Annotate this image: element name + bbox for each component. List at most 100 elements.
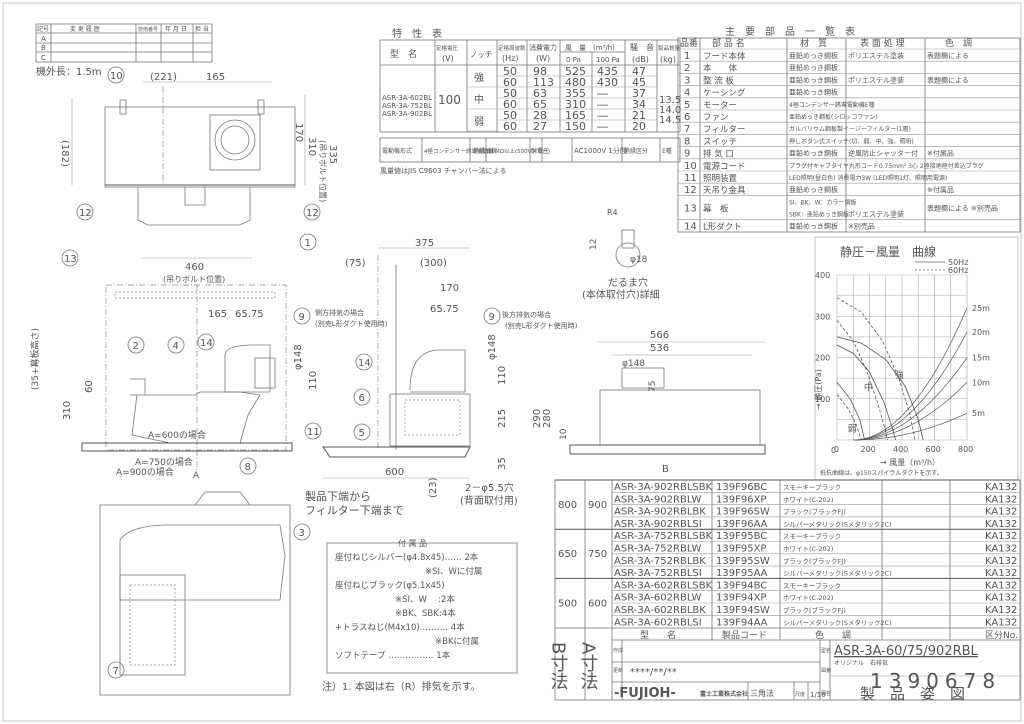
fan-curve-series — [836, 336, 924, 441]
dim-label: 375 — [415, 238, 434, 249]
callout-circle — [293, 523, 311, 541]
kubun-no: KA132 — [985, 531, 1017, 542]
spec-notch: 弱 — [474, 116, 484, 128]
dim-label: 12 — [589, 239, 599, 250]
callout-5: 5 — [353, 423, 371, 441]
dim-label: A=600の場合 — [148, 429, 206, 441]
brand-logo: -FUJIOH- — [614, 686, 676, 701]
spec-q0: 525 — [565, 65, 586, 78]
spec-hz: 60 — [503, 120, 517, 133]
color-name: ブラック(ブラックFJ) — [783, 507, 846, 516]
dim-b-value: 650 — [558, 549, 577, 560]
part-color: 表題欄による — [927, 75, 969, 84]
y-tick-label: 400 — [815, 271, 830, 280]
dim-a-value: 900 — [588, 500, 607, 511]
accessory-line: +トラスねじ(M4x10)‥‥‥‥‥ 4本 — [335, 622, 465, 633]
kubun-no: KA132 — [985, 593, 1017, 604]
callout-circle — [304, 422, 322, 440]
spec-db: 34 — [632, 98, 646, 111]
parts-header: 色 調 — [945, 37, 972, 49]
rev-header: 記号 — [37, 25, 49, 33]
resistance-curve-label: 15m — [972, 354, 990, 363]
spec-frame — [379, 39, 681, 133]
legend-entry: 50Hz — [948, 258, 968, 267]
dim-label: (300) — [420, 258, 447, 269]
callout-11: 11 — [304, 422, 322, 440]
resistance-curve-label: 20m — [972, 328, 990, 337]
callout-10: 10 — [107, 66, 125, 84]
rev-header: 年 月 日 — [165, 25, 187, 33]
kubun-no: KA132 — [985, 482, 1017, 493]
label: 耐電圧 — [531, 147, 549, 155]
callout-13: 13 — [61, 249, 79, 267]
part-finish: 逆風防止シャッター付 — [848, 149, 918, 158]
part-material: 亜鉛めっき鋼板 — [789, 75, 838, 84]
part-material: 亜鉛めっき鋼板(シロッコファン) — [789, 113, 878, 121]
spec-model: ASR-3A-602BL — [382, 94, 432, 102]
resistance-curve — [853, 382, 968, 441]
label: 風 量 (m³/h) — [565, 44, 615, 52]
callout-number: 12 — [306, 208, 319, 219]
part-finish: ポリエステル塗装 — [848, 75, 904, 84]
color-name: ホワイト(C-202) — [783, 545, 833, 553]
kubun-no: KA132 — [985, 568, 1017, 579]
color-name: スモーキーブラック — [783, 581, 841, 590]
model-name: ASR-3A-602RBLBK — [614, 605, 706, 616]
accessory-line: 座付ねじシルバー(φ4.8x45)‥‥‥ 2本 — [335, 552, 479, 563]
color-name: ブラック(ブラックFJ) — [783, 556, 846, 565]
label: 色 調 — [815, 629, 851, 641]
dim-label: A=750の場合 — [135, 456, 193, 468]
part-finish: ポリエステル塗装 — [848, 51, 904, 60]
kubun-no: KA132 — [985, 605, 1017, 616]
projection-method: 三角法 — [750, 688, 774, 698]
resistance-curve-label: 5m — [972, 409, 985, 418]
label: 消費電力 — [529, 43, 557, 52]
drawing-note: 注）1. 本図は右（R）排気を示す。 — [322, 680, 481, 693]
rev-header: 担 当 — [195, 25, 209, 33]
product-code: 139F94BC — [716, 580, 767, 591]
part-material: 亜鉛めっき鋼板 — [789, 51, 838, 60]
product-code: 139F96AA — [716, 519, 768, 530]
side-view: 375 (75) (300) 170 65.75 φ148 110 215 35… — [305, 238, 578, 517]
callout-14: 14 — [197, 333, 215, 351]
dim-label: 170 — [440, 283, 459, 294]
drawing-name-label: 図名 — [821, 690, 831, 697]
dim-label: 536 — [650, 343, 669, 354]
callout-circle — [483, 307, 501, 325]
dim-label: 製品下端から — [305, 489, 371, 503]
resistance-curve-label: 10m — [972, 378, 990, 387]
callout-3: 3 — [293, 523, 311, 541]
part-name: 整 流 板 — [703, 75, 734, 86]
callout-circle — [353, 423, 371, 441]
x-tick-label: 600 — [926, 445, 941, 454]
spec-title: 特 性 表 — [392, 27, 442, 40]
spec-db: 20 — [632, 120, 646, 133]
callout-circle — [76, 203, 94, 221]
part-material: プラグ付キャブタイヤ丸形コード0.75mm² 3心 2極接地極付差込プラグ — [789, 162, 984, 170]
spec-q100: 430 — [597, 76, 618, 89]
label: 0 Pa — [566, 56, 581, 64]
color-name: シルバーメタリック(Sメタリック2C) — [783, 569, 892, 578]
callout-circle — [355, 353, 373, 371]
dim-label: 170 — [293, 123, 304, 142]
spec-hz: 50 — [503, 87, 517, 100]
product-code: 139F95SW — [716, 556, 770, 567]
parts-header: 品番 — [680, 37, 698, 49]
dim-label: 側方排気の場合 — [315, 308, 364, 317]
part-material: 亜鉛めっき鋼板 — [789, 185, 838, 194]
dim-label: R4 — [607, 208, 618, 217]
label: 製品質量 — [658, 44, 681, 52]
spec-q100: ― — [597, 120, 608, 133]
model-name: ASR-3A-602RBLSBK — [614, 580, 713, 591]
label: 製品コード — [722, 629, 767, 641]
